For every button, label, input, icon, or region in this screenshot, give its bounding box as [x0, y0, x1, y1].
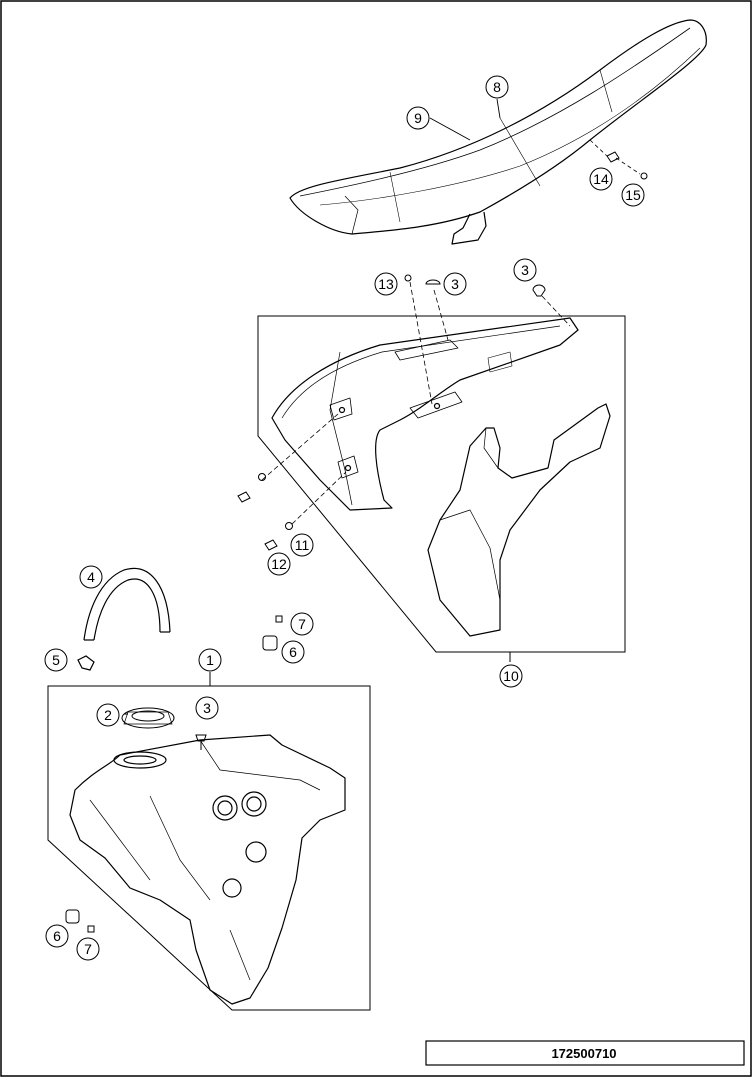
- reference-code: 172500710: [551, 1046, 616, 1061]
- tank-cap-drawing: [121, 707, 207, 750]
- callout-3-label: 3: [203, 700, 211, 716]
- callout-7-label: 7: [298, 616, 306, 632]
- fuel-tank-group-frame: [47, 672, 371, 1011]
- callout-15-circle: [621, 183, 645, 207]
- callout-13-circle: [374, 272, 398, 296]
- callout-13-label: 13: [378, 276, 394, 292]
- seat-screw-drawing: [589, 139, 648, 180]
- callout-3-circle: [195, 696, 219, 720]
- callout-4-circle: [79, 565, 103, 589]
- callout-14-circle: [589, 167, 613, 191]
- callout-12-circle: [267, 552, 291, 576]
- vent-hose-drawing: [77, 567, 171, 671]
- reference-code-box: [425, 1040, 745, 1066]
- callout-3-label: 3: [521, 262, 529, 278]
- callout-7-label: 7: [84, 941, 92, 957]
- callout-4-label: 4: [87, 569, 95, 585]
- callout-11-circle: [290, 533, 314, 557]
- callout-8-circle: [485, 75, 509, 99]
- callout-9-label: 9: [414, 110, 422, 126]
- callout-9-circle: [406, 106, 430, 130]
- callout-2-circle: [96, 703, 120, 727]
- bushing-mid-drawing: [262, 615, 283, 651]
- callout-8-label: 8: [493, 79, 501, 95]
- cover-fasteners-drawing: [237, 274, 571, 551]
- callout-2-label: 2: [104, 707, 112, 723]
- callout-11-label: 11: [295, 537, 310, 553]
- callout-6-label: 6: [53, 928, 61, 944]
- callout-1-label: 1: [206, 652, 214, 668]
- callout-5-circle: [44, 648, 68, 672]
- callout-10-circle: [499, 664, 523, 688]
- callout-3-circle: [513, 258, 537, 282]
- callout-12-label: 12: [271, 556, 287, 572]
- fuel-tank-drawing: [69, 734, 346, 1005]
- callout-10-label: 10: [503, 668, 519, 684]
- callout-1-circle: [198, 648, 222, 672]
- bushing-low-drawing: [65, 909, 95, 933]
- callout-6-circle: [45, 924, 69, 948]
- callout-3-circle: [443, 272, 467, 296]
- callout-7-circle: [76, 937, 100, 961]
- callout-6-circle: [281, 640, 305, 664]
- callout-5-label: 5: [52, 652, 60, 668]
- callout-7-circle: [290, 612, 314, 636]
- side-cover-group-frame: [257, 315, 626, 662]
- callout-15-label: 15: [625, 187, 641, 203]
- leader-lines-upper: [429, 98, 501, 141]
- callout-14-label: 14: [593, 171, 609, 187]
- side-cover-drawing: [271, 317, 611, 637]
- callout-3-label: 3: [451, 276, 459, 292]
- seat-drawing: [289, 19, 707, 245]
- callout-6-label: 6: [289, 644, 297, 660]
